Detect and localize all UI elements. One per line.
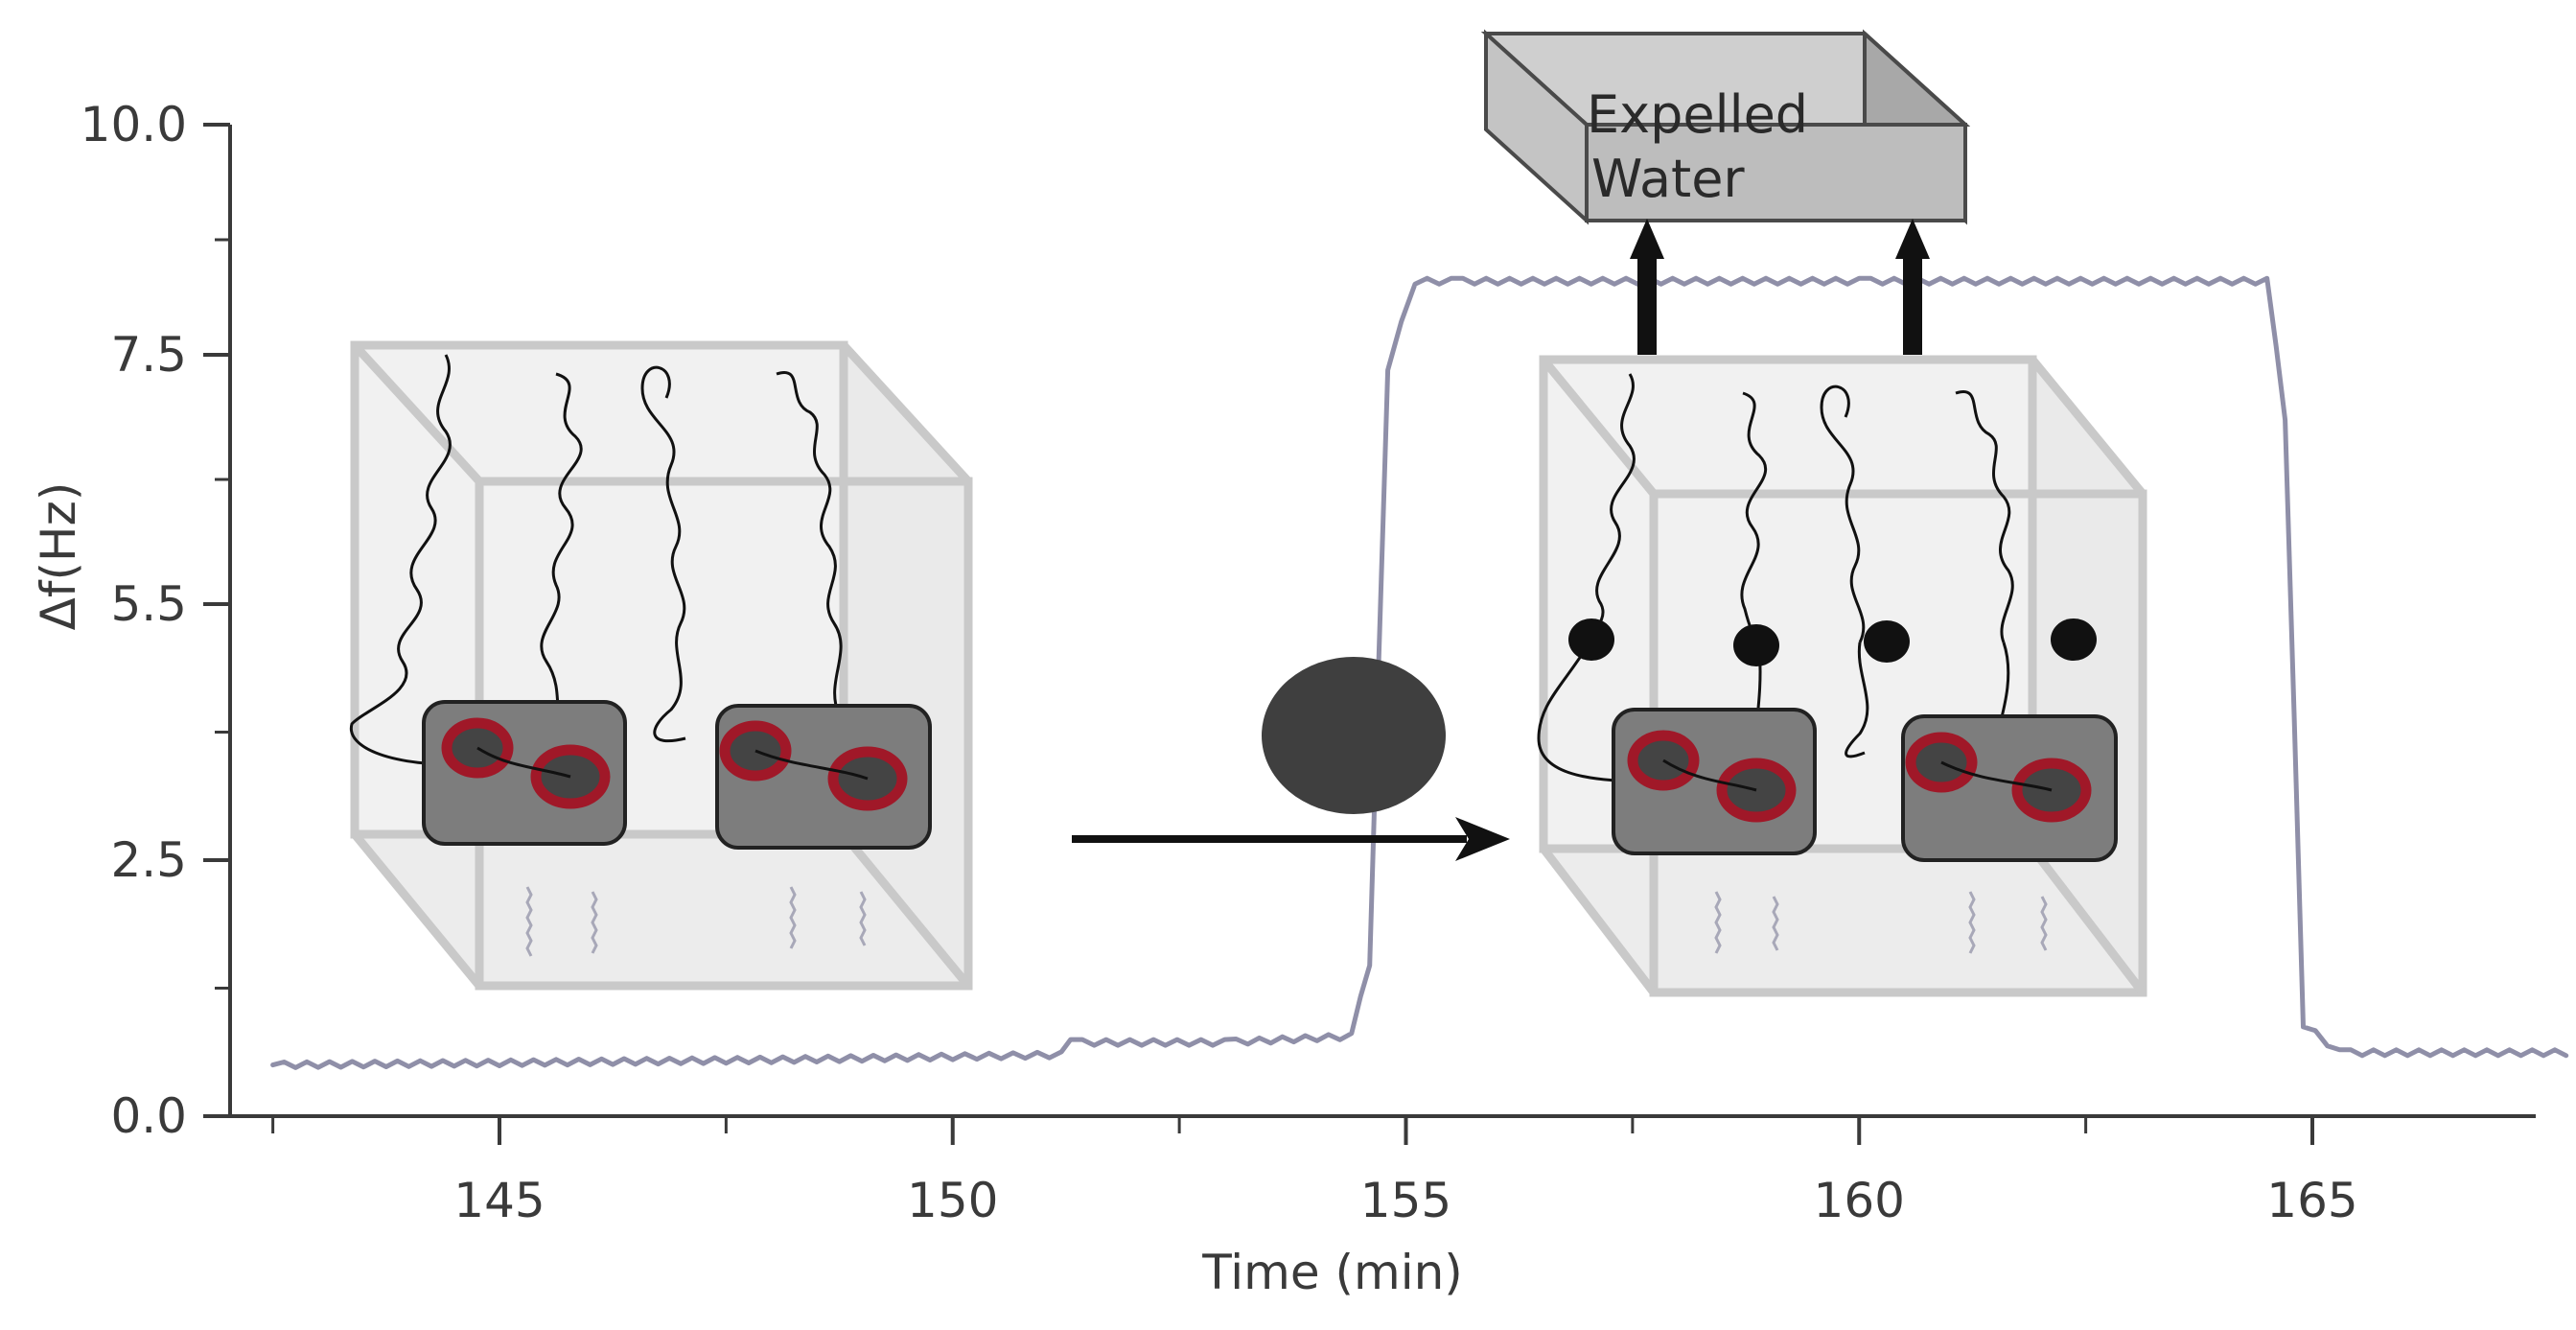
- polymer-pad-right: [1901, 714, 2118, 862]
- polymer-pad-right: [715, 704, 932, 850]
- x-tick-label: 145: [453, 1173, 545, 1228]
- series-line-0: [270, 275, 2569, 1070]
- binding-arrow: [1072, 657, 1510, 861]
- y-tick-label: 2.5: [110, 832, 187, 888]
- analyte-ball: [1262, 657, 1446, 814]
- x-tick-label: 155: [1360, 1173, 1451, 1228]
- cube-bottom-face: [355, 834, 968, 986]
- hydrogel-cube-before: [349, 340, 973, 991]
- cube-bottom-face: [1543, 849, 2143, 992]
- hydrogel-cube-after: [1537, 355, 2147, 997]
- y-tick-label: 10.0: [81, 97, 187, 152]
- polymer-pad-left: [1612, 708, 1817, 855]
- expelled-water-box: Expelled Water: [1480, 29, 1971, 225]
- y-tick-label: 0.0: [110, 1088, 187, 1144]
- x-tick-label: 165: [2266, 1173, 2357, 1228]
- x-tick-label: 160: [1814, 1173, 1905, 1228]
- y-tick-label: 5.5: [110, 576, 187, 632]
- expel-arrows: [1630, 219, 1930, 355]
- x-tick-label: 150: [907, 1173, 998, 1228]
- bound-analyte-dots: [1568, 618, 2097, 666]
- polymer-pad-left: [422, 700, 627, 846]
- expelled-label-line1: Expelled: [1587, 84, 1808, 145]
- x-axis-title: Time (min): [1201, 1245, 1463, 1300]
- y-tick-label: 7.5: [110, 327, 187, 383]
- expelled-label-line2: Water: [1591, 149, 1745, 209]
- y-axis-title: Δf(Hz): [31, 482, 86, 631]
- series-layer: [270, 275, 2569, 1070]
